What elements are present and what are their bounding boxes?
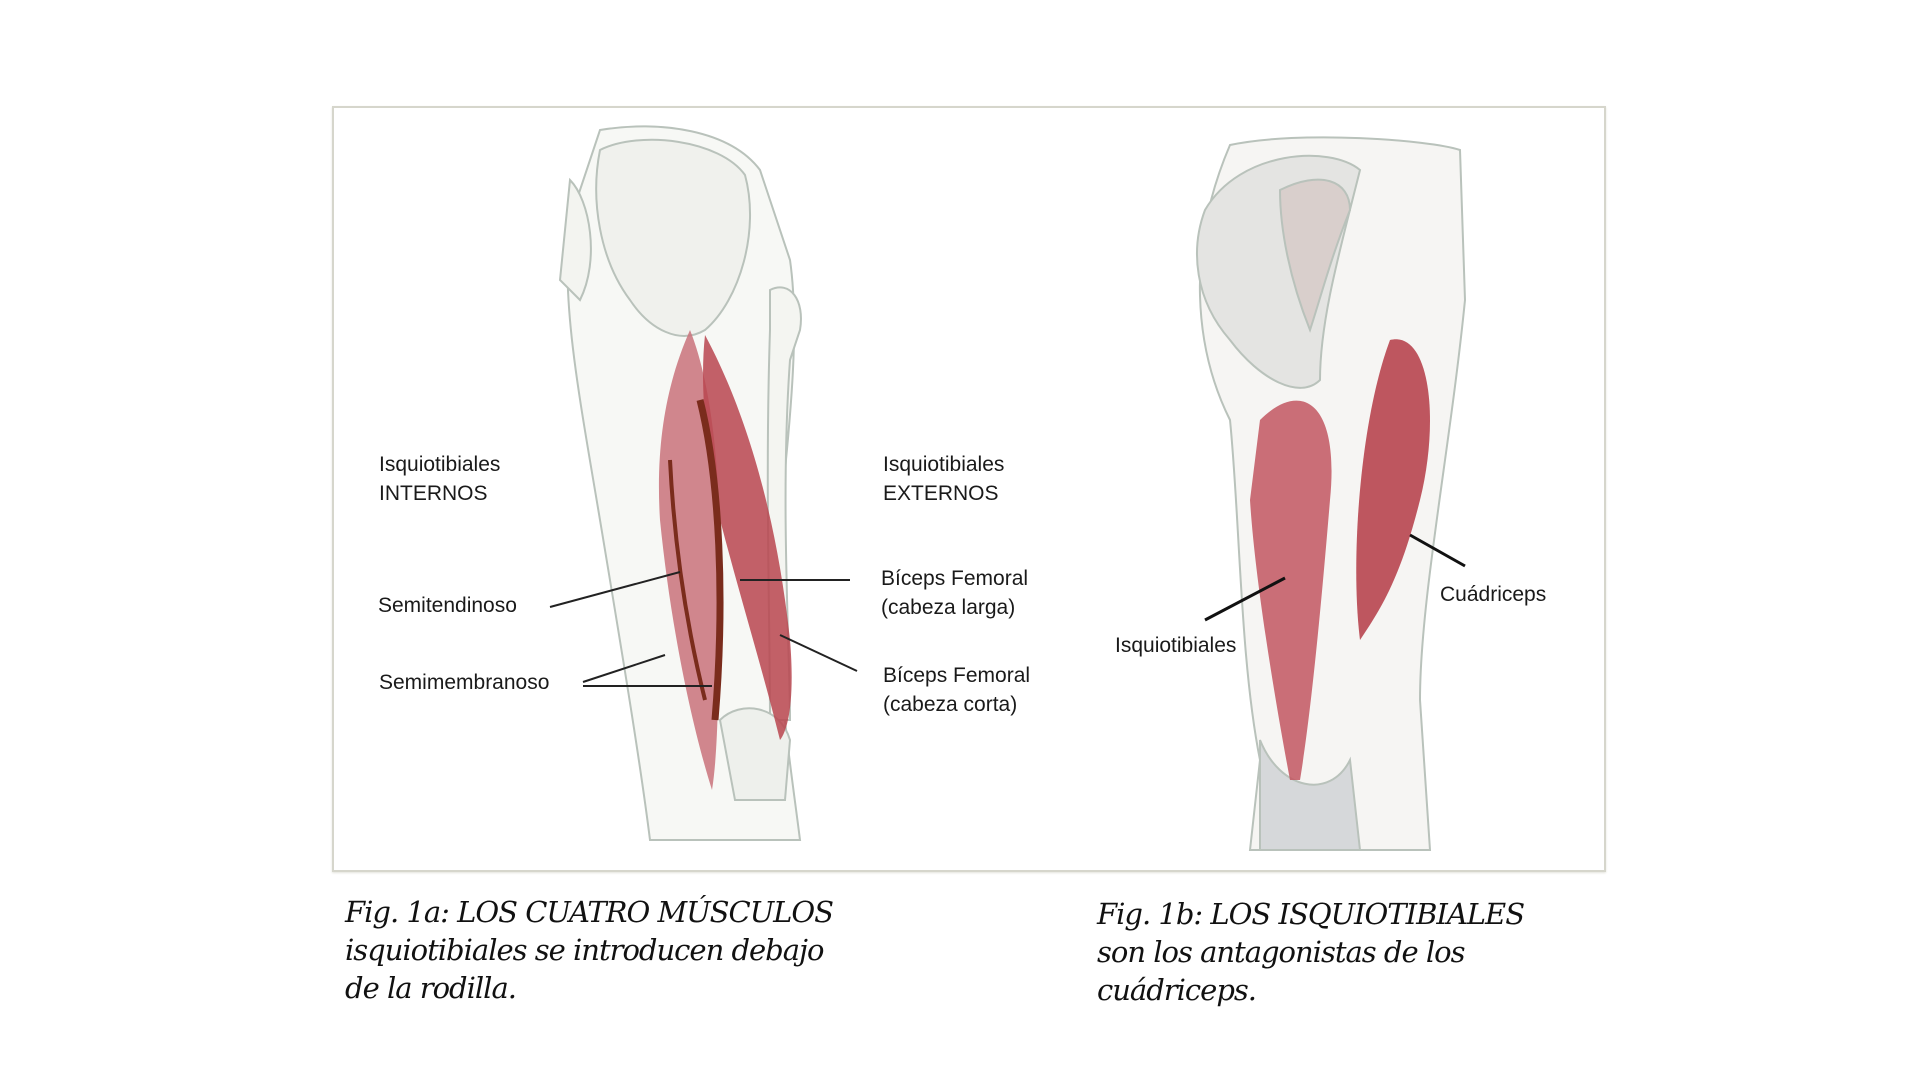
label-line: Bíceps Femoral [883, 664, 1031, 687]
leader-lines-right [1204, 533, 1466, 622]
label-line: (cabeza corta) [883, 693, 1018, 716]
caption-line: Fig. 1a: LOS CUATRO MÚSCULOS [345, 895, 834, 929]
caption-line: cuádriceps. [1097, 973, 1257, 1007]
caption-fig1a: Fig. 1a: LOS CUATRO MÚSCULOS isquiotibia… [345, 893, 834, 1007]
caption-line: son los antagonistas de los [1097, 935, 1465, 969]
label-biceps-corta: Bíceps Femoral (cabeza corta) [883, 661, 1030, 719]
lateral-leg-illustration [1196, 136, 1467, 851]
caption-line: isquiotibiales se introducen debajo [345, 933, 825, 967]
label-line: (cabeza larga) [881, 596, 1016, 619]
hamstring-muscles-left [658, 330, 792, 790]
label-cuadriceps: Cuádriceps [1440, 583, 1547, 606]
label-line: INTERNOS [379, 482, 488, 505]
leader-lines-left [549, 571, 858, 687]
label-isquiotibiales-right: Isquiotibiales [1115, 634, 1237, 657]
label-isquiotibiales-externos: Isquiotibiales EXTERNOS [883, 450, 1004, 508]
caption-line: de la rodilla. [345, 971, 517, 1005]
caption-line: Fig. 1b: LOS ISQUIOTIBIALES [1097, 897, 1525, 931]
muscles-right [1250, 339, 1430, 780]
label-line: Bíceps Femoral [881, 567, 1029, 590]
label-line: Isquiotibiales [379, 453, 501, 476]
label-biceps-larga: Bíceps Femoral (cabeza larga) [881, 564, 1028, 622]
label-line: EXTERNOS [883, 482, 999, 505]
label-semimembranoso: Semimembranoso [379, 671, 550, 694]
label-isquiotibiales-internos: Isquiotibiales INTERNOS [379, 450, 500, 508]
label-line: Isquiotibiales [883, 453, 1005, 476]
label-semitendinoso: Semitendinoso [378, 594, 517, 617]
caption-fig1b: Fig. 1b: LOS ISQUIOTIBIALES son los anta… [1097, 895, 1525, 1009]
